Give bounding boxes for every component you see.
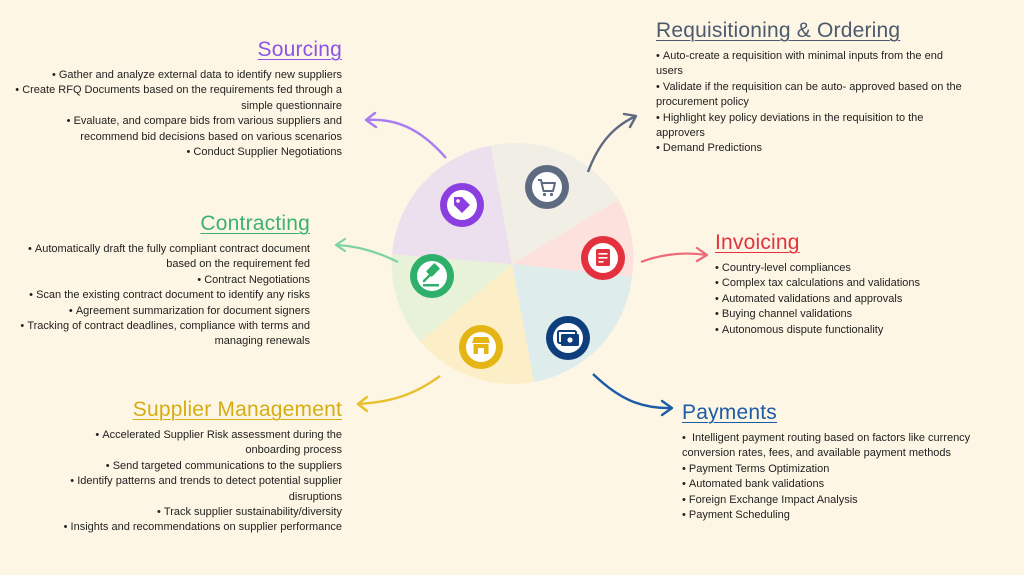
- arrow-to-payments: [592, 373, 673, 410]
- payments-section: Payments Intelligent payment routing bas…: [682, 401, 1012, 523]
- supplier-management-list: Accelerated Supplier Risk assessment dur…: [40, 428, 342, 536]
- contracting-title: Contracting: [200, 212, 310, 235]
- list-item: Scan the existing contract document to i…: [20, 288, 310, 303]
- requisitioning-list: Auto-create a requisition with minimal i…: [656, 49, 966, 157]
- list-item: Demand Predictions: [656, 141, 966, 156]
- list-item: Validate if the requisition can be auto-…: [656, 80, 966, 111]
- list-item: Evaluate, and compare bids from various …: [12, 114, 342, 145]
- list-item: Foreign Exchange Impact Analysis: [682, 493, 1012, 508]
- gavel-icon: [410, 254, 454, 298]
- list-item: Create RFQ Documents based on the requir…: [12, 83, 342, 114]
- arrowhead-payments: [660, 399, 674, 417]
- list-item: Highlight key policy deviations in the r…: [656, 111, 966, 142]
- invoicing-section: Invoicing Country-level compliances Comp…: [715, 231, 945, 338]
- list-item: Accelerated Supplier Risk assessment dur…: [40, 428, 342, 459]
- list-item: Tracking of contract deadlines, complian…: [20, 319, 310, 350]
- list-item: Autonomous dispute functionality: [715, 323, 945, 338]
- requisitioning-title: Requisitioning & Ordering: [656, 19, 901, 42]
- segment-supplier-management: [420, 264, 534, 385]
- sourcing-section: Sourcing Gather and analyze external dat…: [12, 38, 342, 160]
- list-item: Intelligent payment routing based on fac…: [682, 431, 1012, 462]
- list-item: Identify patterns and trends to detect p…: [40, 474, 342, 505]
- arrow-to-contracting: [335, 243, 399, 263]
- contracting-section: Contracting Automatically draft the full…: [20, 212, 310, 350]
- payments-title: Payments: [682, 401, 777, 424]
- arrowhead-invoicing: [695, 246, 709, 263]
- arrowhead-supplier-management: [356, 395, 369, 413]
- invoicing-list: Country-level compliances Complex tax ca…: [715, 261, 945, 338]
- list-item: Payment Scheduling: [682, 508, 1012, 523]
- arrow-to-invoicing: [640, 252, 708, 264]
- arrow-to-supplier-management: [357, 375, 441, 406]
- shopping-cart-icon: [525, 165, 569, 209]
- list-item: Auto-create a requisition with minimal i…: [656, 49, 966, 80]
- invoicing-title: Invoicing: [715, 231, 800, 254]
- supplier-management-section: Supplier Management Accelerated Supplier…: [40, 398, 342, 536]
- list-item: Country-level compliances: [715, 261, 945, 276]
- sourcing-list: Gather and analyze external data to iden…: [12, 68, 342, 160]
- store-icon: [459, 325, 503, 369]
- arrow-to-sourcing: [365, 118, 447, 159]
- arrow-to-requisitioning: [586, 114, 637, 173]
- supplier-management-title: Supplier Management: [132, 398, 342, 421]
- requisitioning-section: Requisitioning & Ordering Auto-create a …: [656, 19, 966, 157]
- list-item: Automatically draft the fully compliant …: [20, 242, 310, 273]
- list-item: Send targeted communications to the supp…: [40, 459, 342, 474]
- list-item: Automated validations and approvals: [715, 292, 945, 307]
- arrowhead-sourcing: [364, 111, 378, 129]
- tag-icon: [440, 183, 484, 227]
- list-item: Payment Terms Optimization: [682, 462, 1012, 477]
- contracting-list: Automatically draft the fully compliant …: [20, 242, 310, 350]
- sourcing-title: Sourcing: [257, 38, 342, 61]
- list-item: Contract Negotiations: [20, 273, 310, 288]
- list-item: Track supplier sustainability/diversity: [40, 505, 342, 520]
- list-item: Agreement summarization for document sig…: [20, 304, 310, 319]
- list-item: Insights and recommendations on supplier…: [40, 520, 342, 535]
- list-item: Complex tax calculations and validations: [715, 276, 945, 291]
- list-item: Buying channel validations: [715, 307, 945, 322]
- list-item: Conduct Supplier Negotiations: [12, 145, 342, 160]
- arrowhead-contracting: [334, 237, 347, 253]
- list-item: Gather and analyze external data to iden…: [12, 68, 342, 83]
- arrowhead-requisitioning: [622, 112, 638, 129]
- list-item: Automated bank validations: [682, 477, 1012, 492]
- money-icon: [546, 316, 590, 360]
- invoice-icon: [581, 236, 625, 280]
- payments-list: Intelligent payment routing based on fac…: [682, 431, 1012, 523]
